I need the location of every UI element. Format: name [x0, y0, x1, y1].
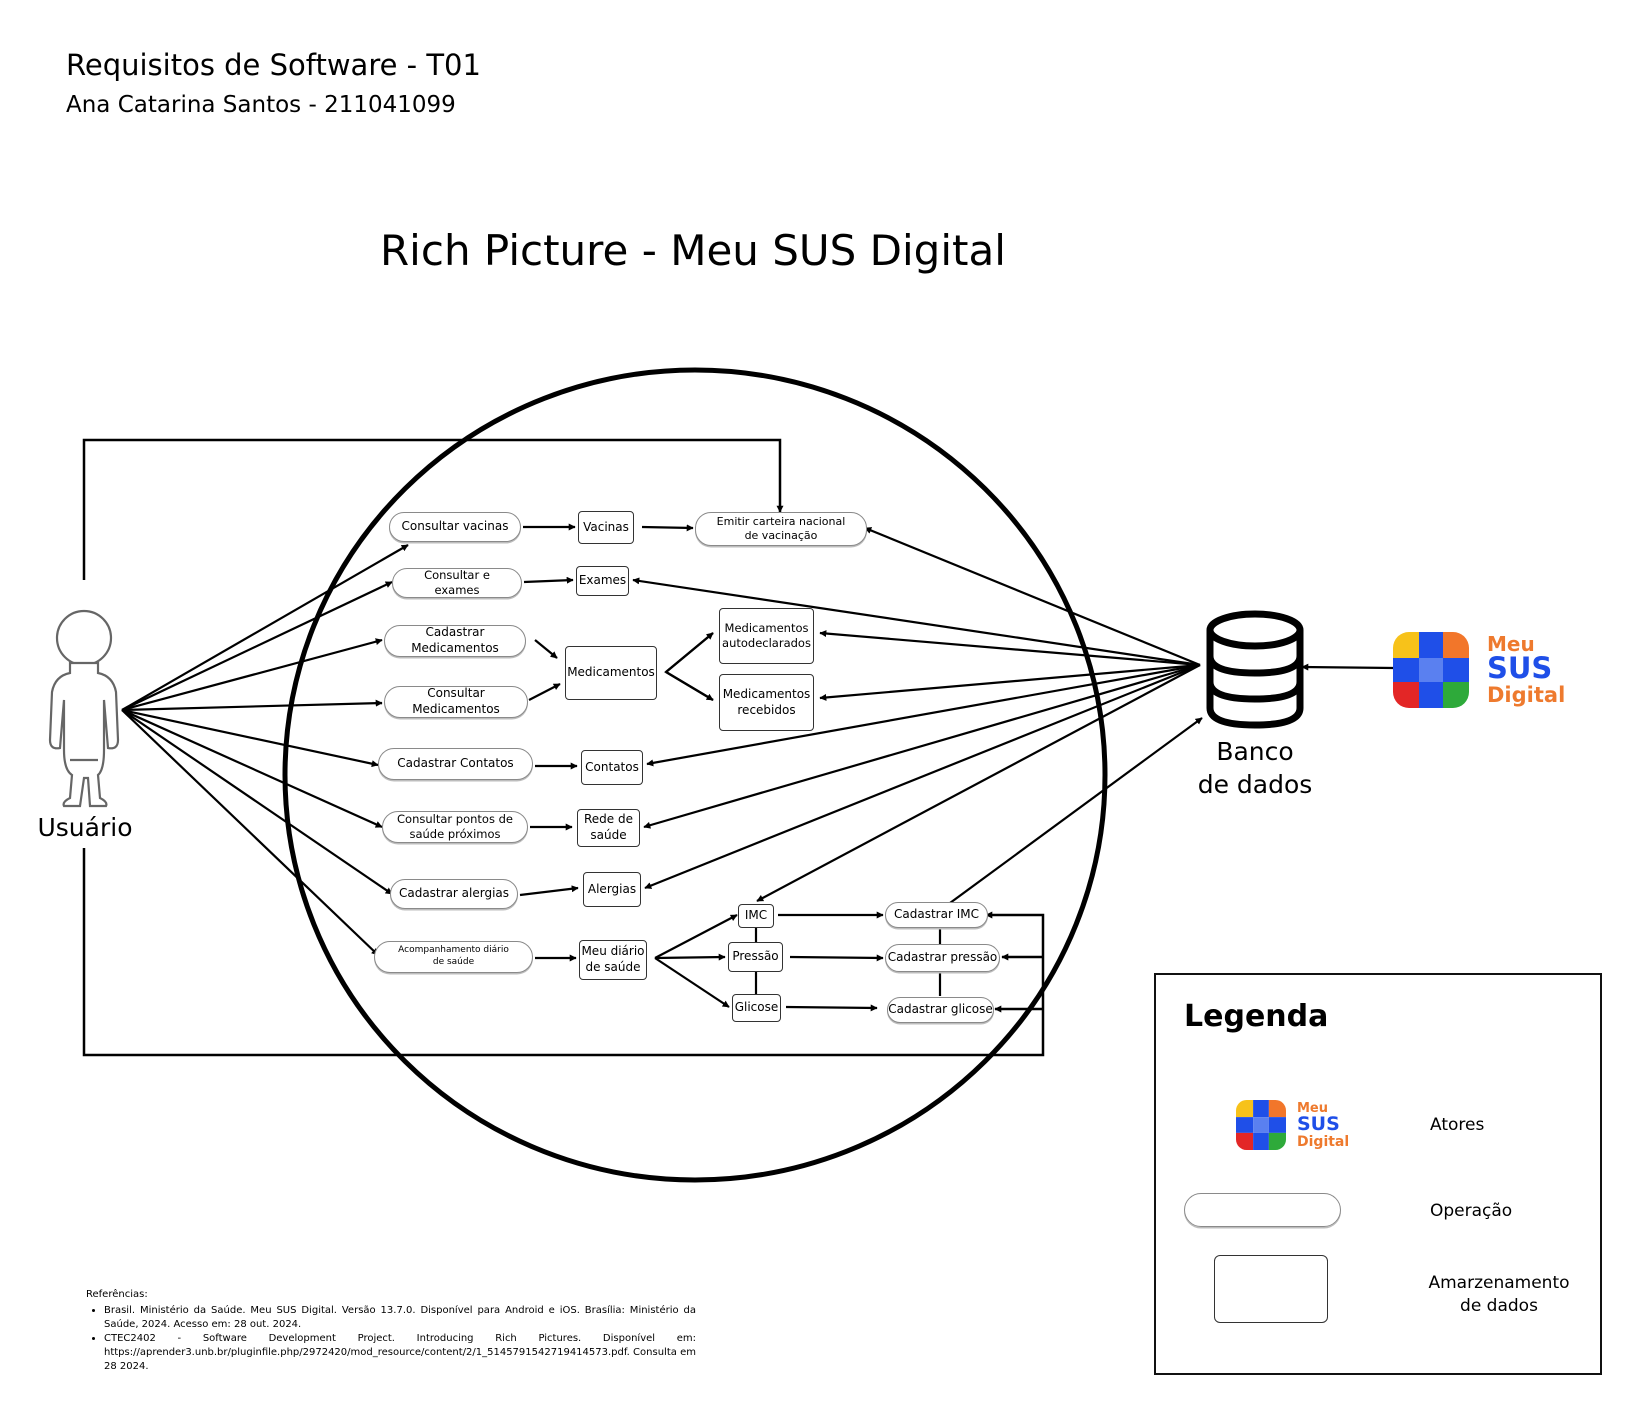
- legend-logo-sus: SUS: [1297, 1113, 1340, 1135]
- logo-sus: SUS: [1487, 651, 1553, 685]
- store-contatos: Contatos: [581, 750, 643, 785]
- legend-armazenamento: Amarzenamento de dados: [1428, 1273, 1570, 1316]
- logo-digital: Digital: [1487, 683, 1566, 707]
- meu-sus-app-icon: [1393, 632, 1469, 708]
- logo-meu: Meu: [1487, 632, 1535, 656]
- legend-logo-meu: Meu: [1297, 1101, 1329, 1116]
- legend-box: Legenda Meu SUS Digital Atores Operação …: [1154, 973, 1602, 1375]
- flow-arrows: [519, 523, 942, 1012]
- legend-app-icon: [1236, 1100, 1286, 1150]
- legend-store-shape: [1214, 1255, 1328, 1323]
- references-list: Brasil. Ministério da Saúde. Meu SUS Dig…: [86, 1304, 696, 1374]
- store-glicose: Glicose: [732, 994, 781, 1022]
- store-rede-saude: Rede de saúde: [577, 809, 640, 847]
- store-pressao: Pressão: [728, 942, 783, 972]
- legend-operacao: Operação: [1430, 1201, 1513, 1221]
- op-cadastrar-imc: Cadastrar IMC: [885, 902, 988, 928]
- system-boundary: [282, 367, 1108, 1183]
- store-vacinas: Vacinas: [578, 511, 634, 544]
- database-label: Banco de dados: [1197, 737, 1313, 799]
- store-medicamentos: Medicamentos: [565, 646, 657, 700]
- user-figure-icon: [48, 609, 120, 808]
- database-icon: [1206, 610, 1304, 729]
- store-meu-diario: Meu diário de saúde: [579, 940, 647, 980]
- store-med-recebidos: Medicamentos recebidos: [719, 674, 814, 731]
- op-cadastrar-contatos: Cadastrar Contatos: [378, 748, 533, 780]
- author-line: Ana Catarina Santos - 211041099: [66, 92, 456, 118]
- op-consultar-medicamentos: Consultar Medicamentos: [384, 686, 528, 718]
- course-title: Requisitos de Software - T01: [66, 48, 481, 82]
- frame-lines: [82, 438, 1045, 1057]
- op-cadastrar-medicamentos: Cadastrar Medicamentos: [384, 625, 526, 657]
- store-alergias: Alergias: [583, 872, 641, 907]
- database-arrows: [632, 526, 1395, 904]
- store-imc: IMC: [738, 904, 774, 928]
- op-consultar-exames: Consultar e exames: [392, 568, 522, 598]
- reference-item: CTEC2402 - Software Development Project.…: [104, 1332, 696, 1374]
- op-acompanhamento: Acompanhamento diário de saúde: [374, 941, 533, 973]
- diagram-title: Rich Picture - Meu SUS Digital: [380, 226, 1006, 275]
- op-cadastrar-alergias: Cadastrar alergias: [390, 879, 518, 909]
- legend-logo-digital: Digital: [1297, 1134, 1350, 1150]
- op-consultar-vacinas: Consultar vacinas: [389, 512, 521, 542]
- references: Referências: Brasil. Ministério da Saúde…: [86, 1288, 696, 1374]
- op-cadastrar-pressao: Cadastrar pressão: [885, 944, 1000, 972]
- meu-sus-digital-logo: Meu SUS Digital: [1393, 632, 1566, 708]
- reference-item: Brasil. Ministério da Saúde. Meu SUS Dig…: [104, 1304, 696, 1332]
- store-exames: Exames: [576, 566, 629, 596]
- references-heading: Referências:: [86, 1289, 148, 1300]
- user-arrows: [121, 544, 409, 956]
- op-consultar-pontos: Consultar pontos de saúde próximos: [382, 811, 528, 843]
- store-med-autodeclarados: Medicamentos autodeclarados: [719, 608, 814, 664]
- op-cadastrar-glicose: Cadastrar glicose: [887, 997, 994, 1023]
- legend-logo: Meu SUS Digital: [1236, 1100, 1356, 1152]
- op-emitir-carteira: Emitir carteira nacional de vacinação: [695, 512, 867, 546]
- legend-atores: Atores: [1430, 1115, 1485, 1135]
- legend-operation-shape: [1184, 1193, 1341, 1227]
- legend-title: Legenda: [1184, 999, 1329, 1034]
- user-label: Usuário: [37, 813, 133, 842]
